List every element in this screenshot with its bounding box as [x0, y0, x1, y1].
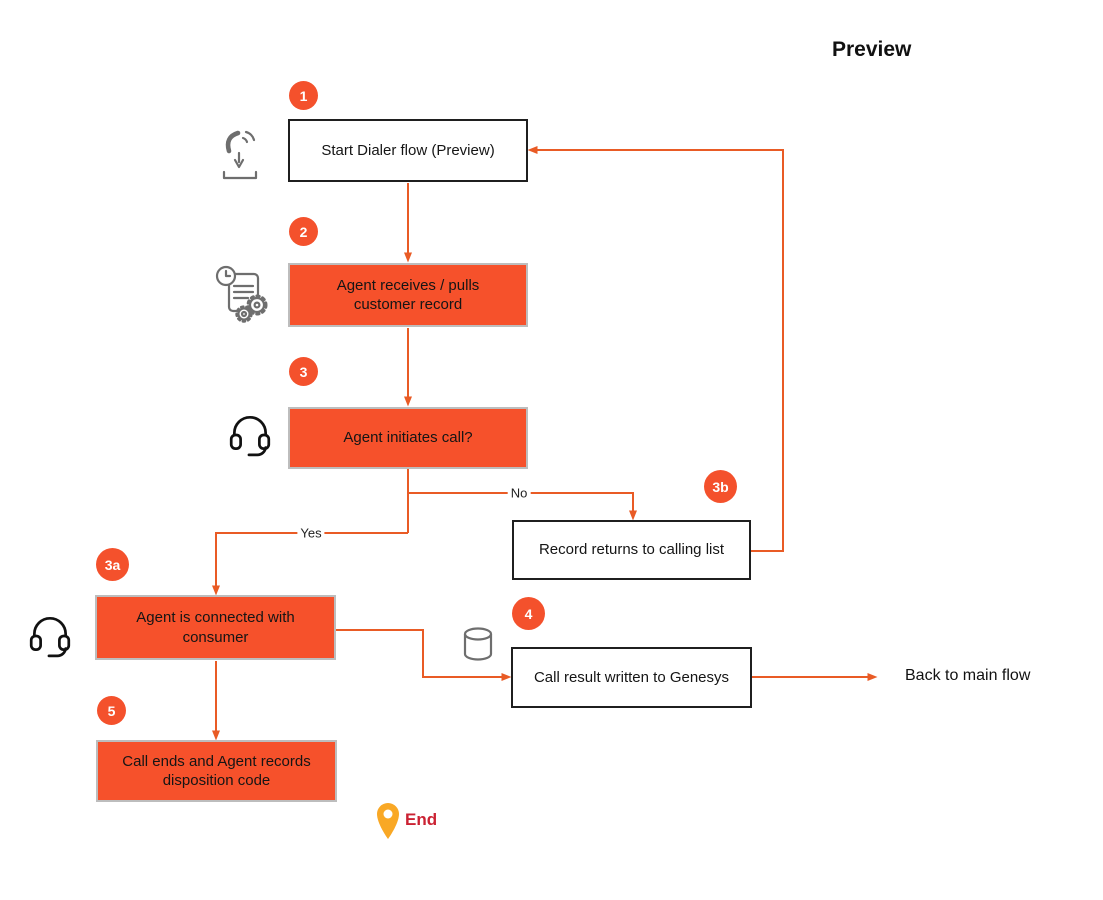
back-to-main-flow-label: Back to main flow: [905, 667, 1031, 684]
node-label: Agent is connected with consumer: [136, 609, 295, 646]
node-record-returns[interactable]: Record returns to calling list: [512, 520, 751, 580]
node-label: Call ends and Agent records disposition …: [122, 752, 311, 790]
edge-connected-to-result: [336, 629, 512, 681]
end-label: End: [405, 810, 438, 829]
edge-label-no: No: [507, 485, 531, 501]
incoming-call-icon: [222, 130, 258, 180]
step-badge-5: 5: [97, 696, 126, 725]
edge-no-branch: [408, 492, 637, 521]
page-title: Preview: [832, 38, 912, 61]
step-badge-1: 1: [289, 81, 318, 110]
step-badge-3b: 3b: [704, 470, 737, 503]
node-connected[interactable]: Agent is connected with consumer: [95, 595, 336, 660]
node-label: Call result written to Genesys: [533, 668, 730, 686]
node-call-result[interactable]: Call result written to Genesys: [511, 647, 752, 708]
step-badge-4: 4: [512, 597, 545, 630]
node-start[interactable]: Start Dialer flow (Preview): [288, 119, 528, 182]
node-label: Agent initiates call?: [343, 429, 473, 447]
edge-yes-branch: [212, 532, 408, 596]
node-initiate-call[interactable]: Agent initiates call?: [288, 407, 528, 469]
node-label: Record returns to calling list: [538, 541, 725, 559]
node-label: Start Dialer flow (Preview): [321, 141, 495, 159]
step-badge-3: 3: [289, 357, 318, 386]
step-badge-3a: 3a: [96, 548, 129, 581]
headset-icon: [29, 617, 71, 658]
node-pull-record[interactable]: Agent receives / pulls customer record: [288, 263, 528, 327]
edge-loop-to-start: [527, 146, 784, 552]
database-cylinder-icon: [463, 627, 493, 661]
edge-label-yes: Yes: [297, 525, 325, 541]
headset-icon: [229, 416, 271, 457]
document-clock-gears-icon: [215, 265, 268, 323]
node-call-ends[interactable]: Call ends and Agent records disposition …: [96, 740, 337, 802]
step-badge-2: 2: [289, 217, 318, 246]
map-pin-icon: [377, 803, 399, 839]
node-label: Agent receives / pulls customer record: [336, 276, 480, 314]
